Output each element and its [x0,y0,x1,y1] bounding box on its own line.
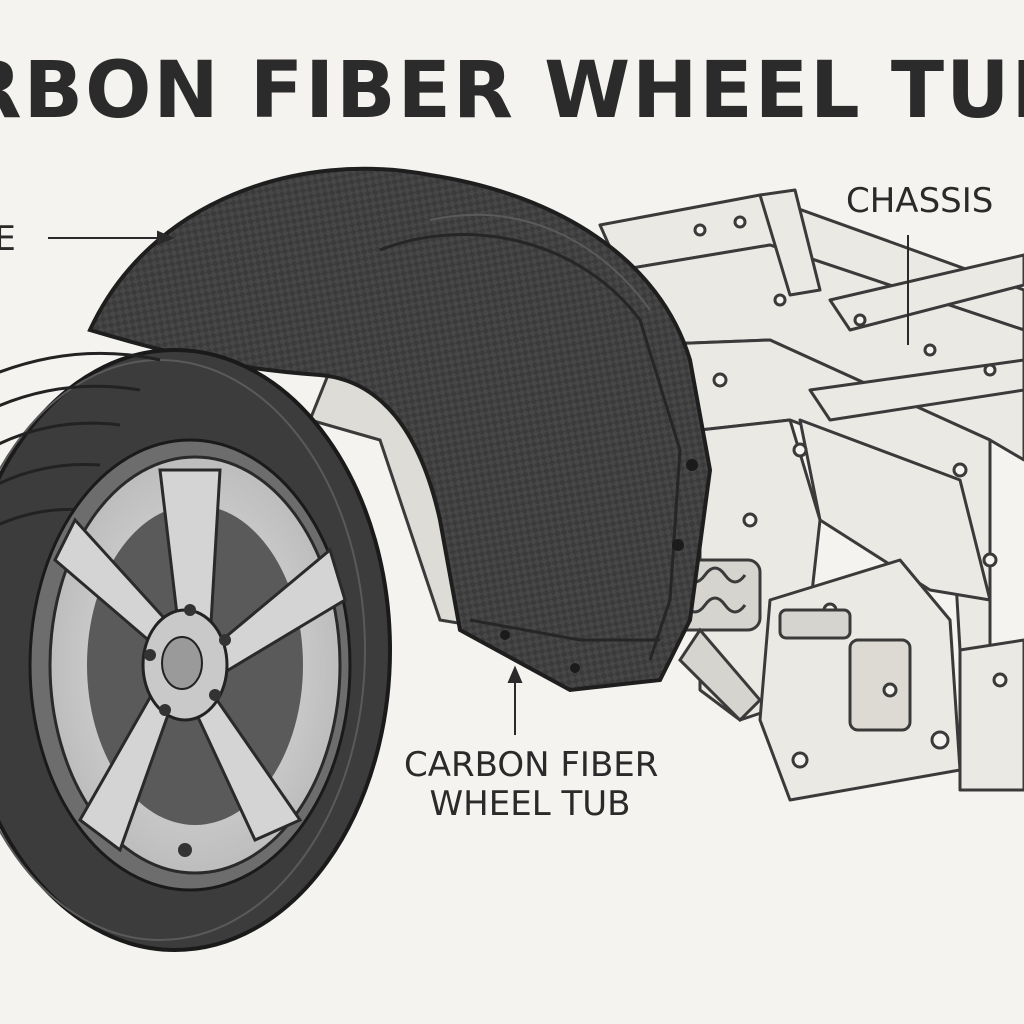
diagram-title: CARBON FIBER WHEEL TUB INSTALLATION [0,46,1024,136]
wheel-tub-label: CARBON FIBER WHEEL TUB [404,745,659,825]
wheel-tub [87,166,713,693]
wheel-tub-label-line2: WHEEL TUB [429,784,631,825]
chassis-frame [598,188,1024,802]
wheel-tub-label-line1: CARBON FIBER [404,745,659,785]
tire-label: TIRE [0,219,16,259]
tire-wheel [0,348,392,952]
leader-lines [48,230,909,735]
chassis-label: CHASSIS [846,181,994,221]
wheel-spokes [53,468,347,853]
